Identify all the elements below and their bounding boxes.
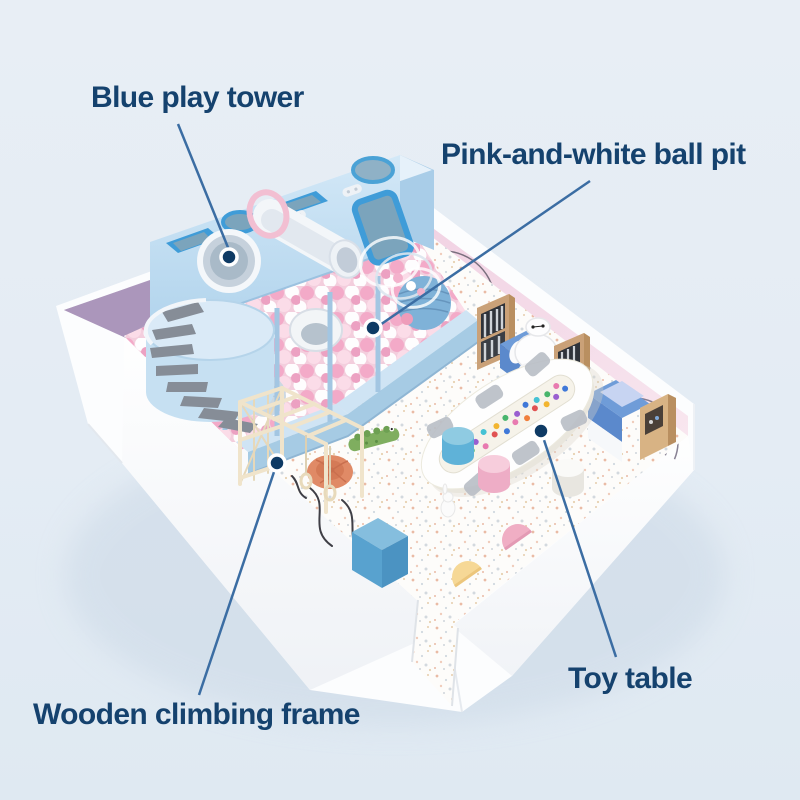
marker-dots <box>219 247 551 473</box>
callout-climbing-frame: Wooden climbing frame <box>33 698 360 731</box>
pink-wall <box>392 198 688 436</box>
half-pouf-yellow <box>452 561 482 588</box>
stool-blue <box>442 427 474 465</box>
half-pouf-pink <box>502 524 532 551</box>
marker-dot-ball-pit <box>363 318 383 338</box>
tower-front-face <box>150 155 400 335</box>
leader-lines <box>176 123 618 696</box>
callout-blue-play-tower: Blue play tower <box>91 81 304 114</box>
blue-ball <box>397 276 451 330</box>
leader-line-ball-pit <box>376 179 591 329</box>
tower-vents-2 <box>342 184 362 197</box>
corner-cabinet <box>640 394 676 460</box>
entrance-path <box>411 599 459 707</box>
spiral-staircase <box>143 298 275 433</box>
foam-block <box>352 518 408 588</box>
marker-dot-blue-play-tower <box>219 247 239 267</box>
callout-toy-table: Toy table <box>568 662 693 695</box>
callout-ball-pit: Pink-and-white ball pit <box>441 138 746 171</box>
leader-line-climbing-frame <box>197 465 278 696</box>
marker-dot-climbing-frame <box>267 453 287 473</box>
tower-right-face <box>400 155 434 250</box>
marker-dot-toy-table <box>531 421 551 441</box>
spiral-slide <box>358 236 442 309</box>
stool-pink <box>478 455 510 493</box>
slide-tube <box>246 189 364 279</box>
pod-seat <box>289 308 343 352</box>
white-rabbit-figure <box>440 483 456 518</box>
leader-line-toy-table <box>540 433 618 658</box>
leader-line-blue-play-tower <box>176 123 231 251</box>
